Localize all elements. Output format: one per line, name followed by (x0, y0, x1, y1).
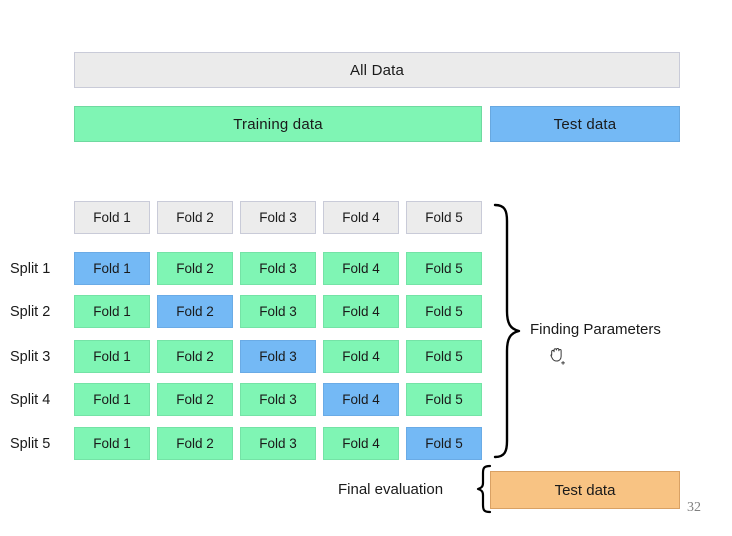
split-1-fold-2-cell: Fold 2 (157, 252, 233, 285)
split-label-3: Split 3 (10, 348, 51, 365)
split-1-fold-3-cell: Fold 3 (240, 252, 316, 285)
split-label-1: Split 1 (10, 260, 51, 277)
split-2-fold-2-cell: Fold 2 (157, 295, 233, 328)
split-5-fold-5-cell: Fold 5 (406, 427, 482, 460)
all-data-label: All Data (349, 61, 405, 79)
split-label-5: Split 5 (10, 435, 51, 452)
split-5-fold-3-cell: Fold 3 (240, 427, 316, 460)
final-evaluation-brace (476, 464, 492, 514)
fold-header-cell-3: Fold 3 (240, 201, 316, 234)
fold-header-label-5: Fold 5 (425, 210, 463, 225)
split-2-fold-4-cell: Fold 4 (323, 295, 399, 328)
final-test-data-label: Test data (554, 481, 616, 499)
training-data-bar: Training data (74, 106, 482, 142)
split-4-fold-2-label: Fold 2 (176, 392, 214, 407)
split-1-fold-1-label: Fold 1 (93, 261, 131, 276)
final-evaluation-label: Final evaluation (338, 481, 444, 498)
split-4-fold-3-cell: Fold 3 (240, 383, 316, 416)
split-label-2: Split 2 (10, 303, 51, 320)
split-4-fold-1-cell: Fold 1 (74, 383, 150, 416)
all-data-bar: All Data (74, 52, 680, 88)
final-test-data-bar: Test data (490, 471, 680, 509)
finding-parameters-brace (493, 203, 521, 459)
split-1-fold-3-label: Fold 3 (259, 261, 297, 276)
split-2-fold-3-label: Fold 3 (259, 304, 297, 319)
grab-hand-cursor-icon (550, 347, 565, 365)
split-3-fold-2-label: Fold 2 (176, 349, 214, 364)
split-5-fold-2-cell: Fold 2 (157, 427, 233, 460)
split-2-fold-1-cell: Fold 1 (74, 295, 150, 328)
fold-header-cell-4: Fold 4 (323, 201, 399, 234)
split-5-fold-4-cell: Fold 4 (323, 427, 399, 460)
split-3-fold-4-cell: Fold 4 (323, 340, 399, 373)
split-label-4: Split 4 (10, 391, 51, 408)
split-4-fold-4-cell: Fold 4 (323, 383, 399, 416)
split-3-fold-2-cell: Fold 2 (157, 340, 233, 373)
fold-header-label-4: Fold 4 (342, 210, 380, 225)
split-2-fold-1-label: Fold 1 (93, 304, 131, 319)
split-4-fold-3-label: Fold 3 (259, 392, 297, 407)
training-data-label: Training data (233, 115, 323, 133)
split-1-fold-4-cell: Fold 4 (323, 252, 399, 285)
split-3-fold-3-cell: Fold 3 (240, 340, 316, 373)
fold-header-cell-5: Fold 5 (406, 201, 482, 234)
split-2-fold-4-label: Fold 4 (342, 304, 380, 319)
split-4-fold-2-cell: Fold 2 (157, 383, 233, 416)
split-2-fold-3-cell: Fold 3 (240, 295, 316, 328)
split-2-fold-2-label: Fold 2 (176, 304, 214, 319)
split-5-fold-3-label: Fold 3 (259, 436, 297, 451)
split-5-fold-1-label: Fold 1 (93, 436, 131, 451)
split-2-fold-5-cell: Fold 5 (406, 295, 482, 328)
fold-header-label-3: Fold 3 (259, 210, 297, 225)
split-1-fold-5-cell: Fold 5 (406, 252, 482, 285)
fold-header-label-1: Fold 1 (93, 210, 131, 225)
split-3-fold-4-label: Fold 4 (342, 349, 380, 364)
fold-header-label-2: Fold 2 (176, 210, 214, 225)
fold-header-cell-1: Fold 1 (74, 201, 150, 234)
test-data-bar: Test data (490, 106, 680, 142)
split-1-fold-2-label: Fold 2 (176, 261, 214, 276)
split-3-fold-1-label: Fold 1 (93, 349, 131, 364)
split-1-fold-4-label: Fold 4 (342, 261, 380, 276)
test-data-label: Test data (553, 115, 617, 133)
finding-parameters-label: Finding Parameters (530, 321, 661, 338)
split-5-fold-2-label: Fold 2 (176, 436, 214, 451)
split-5-fold-1-cell: Fold 1 (74, 427, 150, 460)
split-5-fold-5-label: Fold 5 (425, 436, 463, 451)
split-3-fold-1-cell: Fold 1 (74, 340, 150, 373)
split-3-fold-5-cell: Fold 5 (406, 340, 482, 373)
split-1-fold-5-label: Fold 5 (425, 261, 463, 276)
split-4-fold-1-label: Fold 1 (93, 392, 131, 407)
split-4-fold-5-cell: Fold 5 (406, 383, 482, 416)
fold-header-cell-2: Fold 2 (157, 201, 233, 234)
split-2-fold-5-label: Fold 5 (425, 304, 463, 319)
split-3-fold-3-label: Fold 3 (259, 349, 297, 364)
split-4-fold-4-label: Fold 4 (342, 392, 380, 407)
split-5-fold-4-label: Fold 4 (342, 436, 380, 451)
split-1-fold-1-cell: Fold 1 (74, 252, 150, 285)
split-4-fold-5-label: Fold 5 (425, 392, 463, 407)
page-number: 32 (687, 500, 701, 515)
split-3-fold-5-label: Fold 5 (425, 349, 463, 364)
